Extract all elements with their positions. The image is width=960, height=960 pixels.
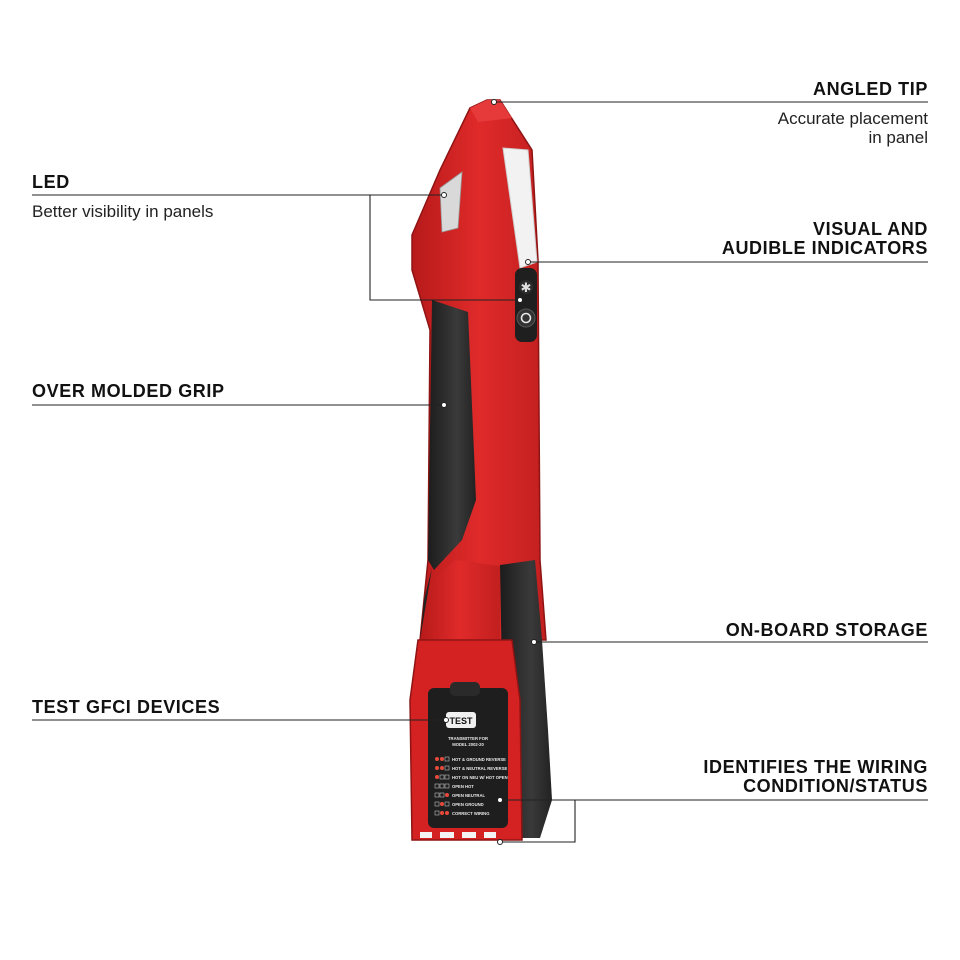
- legend-row-label: HOT & NEUTRAL REVERSE: [452, 766, 508, 771]
- callout-wiring-line2: CONDITION/STATUS: [743, 776, 928, 796]
- callout-visual-audible-line2: AUDIBLE INDICATORS: [721, 238, 928, 258]
- flashlight-button[interactable]: ✱: [519, 280, 533, 296]
- bottom-contacts: [420, 832, 496, 838]
- legend-row: OPEN HOT: [434, 783, 474, 789]
- side-button-panel: [515, 268, 537, 342]
- callout-gfci-title: TEST GFCI DEVICES: [32, 697, 221, 717]
- panel-header-line1: TRANSMITTER FOR: [448, 736, 488, 741]
- test-button-label: TEST: [449, 716, 473, 726]
- led-window: [439, 171, 463, 233]
- legend-row-label: OPEN GROUND: [452, 802, 484, 807]
- panel-header-line2: MODEL 2002-20: [452, 742, 484, 747]
- callout-grip-title: OVER MOLDED GRIP: [32, 381, 225, 401]
- legend-row-label: OPEN NEUTRAL: [452, 793, 485, 798]
- legend-row: HOT & NEUTRAL REVERSE: [435, 765, 508, 771]
- callout-angled-tip-title: ANGLED TIP: [812, 79, 928, 99]
- legend-row: HOT ON NEU W/ HOT OPEN: [435, 774, 508, 780]
- callout-visual-audible-line1: VISUAL AND: [812, 219, 928, 239]
- legend-row: OPEN NEUTRAL: [434, 792, 485, 798]
- test-button[interactable]: TEST: [446, 712, 476, 728]
- legend-row-label: OPEN HOT: [452, 784, 474, 789]
- leader-dots: [441, 99, 537, 845]
- over-molded-grip: [428, 300, 476, 570]
- legend-row: HOT & GROUND REVERSE: [435, 756, 506, 762]
- legend-row-label: HOT ON NEU W/ HOT OPEN: [452, 775, 508, 780]
- asterisk-icon: ✱: [521, 281, 532, 296]
- wiring-legend: HOT & GROUND REVERSE HOT & NEUTRAL REVER…: [434, 756, 508, 816]
- callout-wiring-line1: IDENTIFIES THE WIRING: [703, 757, 928, 777]
- legend-row-label: CORRECT WIRING: [452, 811, 489, 816]
- callout-angled-tip-desc-line1: Accurate placement: [777, 109, 928, 128]
- callout-led-desc: Better visibility in panels: [32, 202, 214, 221]
- legend-row: CORRECT WIRING: [434, 810, 489, 816]
- callout-storage-title: ON-BOARD STORAGE: [725, 620, 928, 640]
- power-button[interactable]: [516, 308, 536, 328]
- legend-row: OPEN GROUND: [434, 801, 484, 807]
- leader-lines: [32, 101, 928, 843]
- callout-led-title: LED: [32, 172, 70, 192]
- legend-row-label: HOT & GROUND REVERSE: [452, 757, 506, 762]
- power-icon: [520, 312, 532, 324]
- callout-angled-tip-desc-line2: in panel: [868, 128, 928, 147]
